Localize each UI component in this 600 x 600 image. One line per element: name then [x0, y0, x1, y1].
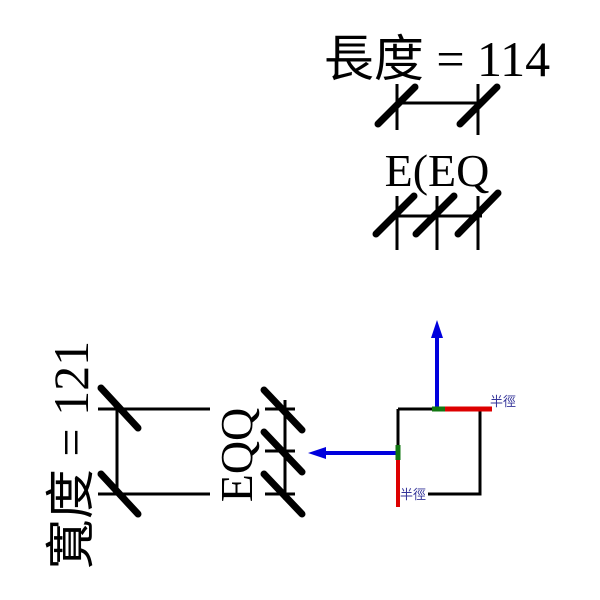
width-constraint-tag: EQQ [211, 408, 262, 503]
arrow-left-icon [308, 447, 326, 459]
equal-constraint-marks-top [372, 189, 502, 250]
arrow-up-icon [431, 320, 443, 338]
radius-label-top: 半徑 [490, 395, 516, 410]
slash-mark [374, 83, 419, 128]
radius-label-left: 半徑 [400, 488, 426, 503]
equal-constraint-marks-left [260, 386, 306, 518]
length-dimension[interactable]: 長度 = 114 E(EQ [324, 31, 550, 196]
sketch-profile[interactable]: 半徑 半徑 [308, 320, 516, 507]
slash-mark [97, 470, 142, 518]
length-constraint-tag: E(EQ [385, 145, 490, 196]
width-dimension[interactable]: 寬度 = 121 EQQ [43, 341, 262, 569]
length-label[interactable]: 長度 = 114 [324, 31, 550, 87]
slash-mark [97, 384, 142, 432]
slash-mark [456, 83, 501, 128]
profile-edge[interactable] [398, 407, 482, 496]
width-label[interactable]: 寬度 = 121 [43, 341, 99, 569]
